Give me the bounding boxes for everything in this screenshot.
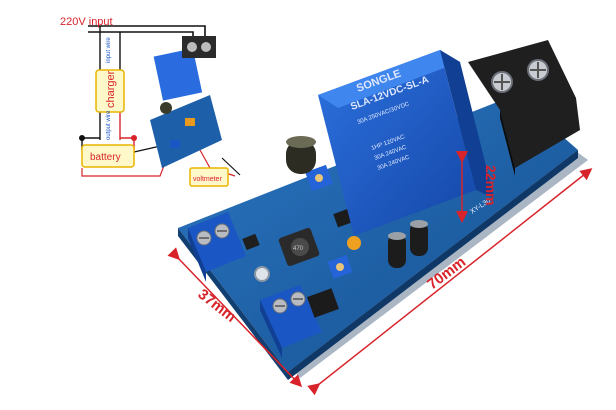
input-wire-label: input wire: [106, 37, 112, 63]
charger-box: [95, 69, 125, 113]
wiring-diagram: 220V input input wire charger output wir…: [60, 16, 241, 187]
height-dimension: 22mm: [483, 165, 499, 205]
diagram-module: [150, 36, 222, 168]
power-terminal: [468, 40, 580, 176]
relay-module-board: 470 SONGLE SLA-12VDC: [178, 40, 588, 380]
output-wire-label: output wire: [106, 110, 112, 140]
battery-label: battery: [90, 152, 121, 163]
power-input-label: 220V input: [60, 16, 113, 28]
charger-label: charger: [105, 70, 117, 108]
svg-text:470: 470: [293, 246, 304, 252]
voltmeter-box: [189, 167, 229, 187]
battery-box: [81, 144, 135, 168]
voltmeter-label: voltmeter: [193, 176, 222, 183]
